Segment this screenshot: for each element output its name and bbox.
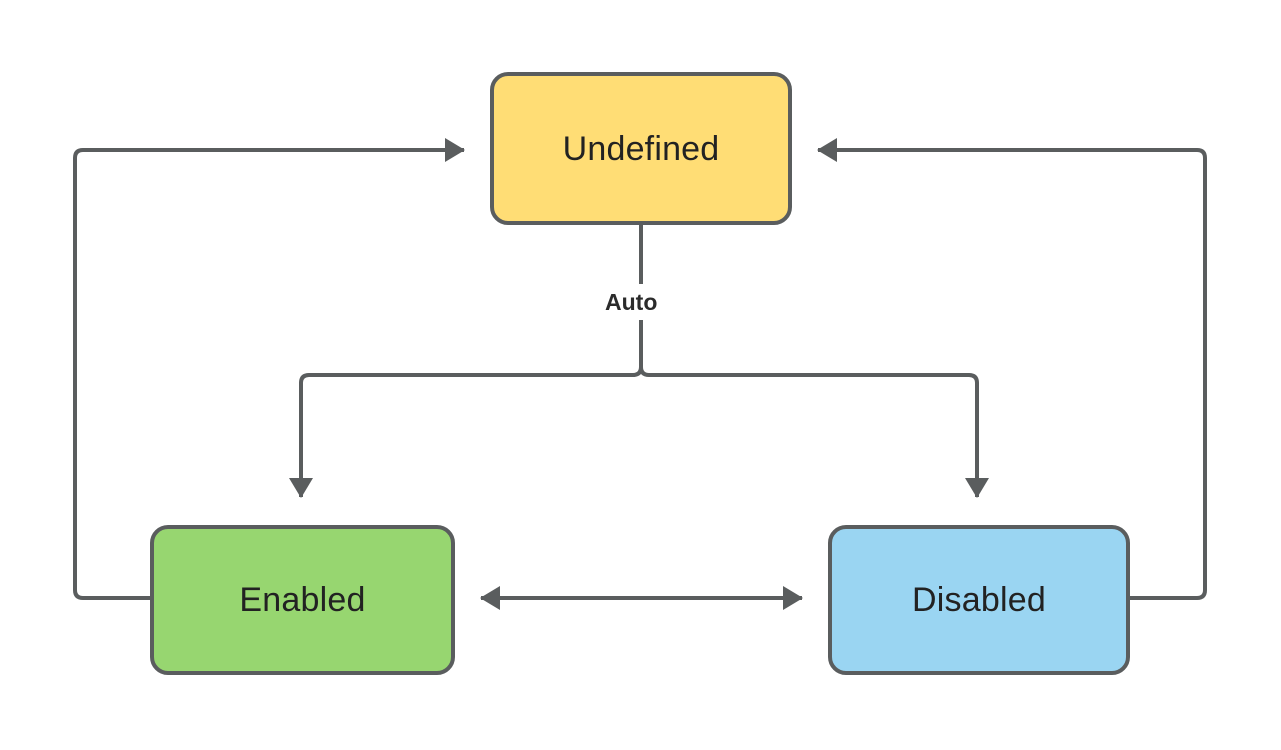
state-node-undefined-label: Undefined xyxy=(562,129,720,168)
state-node-enabled[interactable]: Enabled xyxy=(150,525,455,675)
state-node-undefined[interactable]: Undefined xyxy=(490,72,792,225)
edge-label-auto: Auto xyxy=(597,288,666,318)
state-node-disabled-label: Disabled xyxy=(912,581,1046,619)
edge-enabled-to-undefined xyxy=(73,138,465,600)
state-node-disabled[interactable]: Disabled xyxy=(828,525,1130,675)
state-node-enabled-label: Enabled xyxy=(239,581,366,619)
edge-undefined-to-disabled xyxy=(639,366,989,498)
edge-disabled-to-undefined xyxy=(817,138,1207,600)
edge-undefined-to-enabled xyxy=(289,366,643,498)
